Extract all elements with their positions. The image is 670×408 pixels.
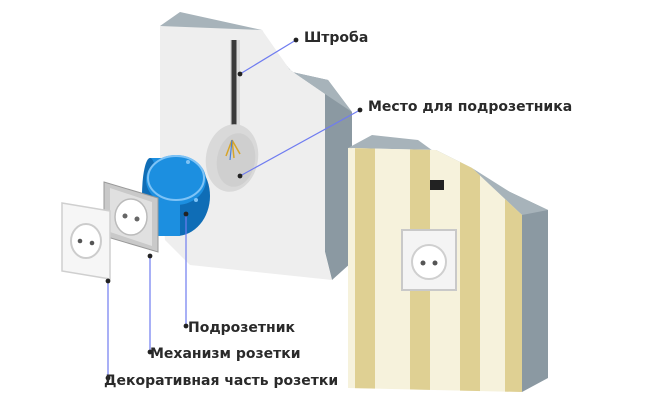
leader-dots bbox=[105, 37, 363, 381]
leader-chase bbox=[239, 39, 297, 75]
cable-box bbox=[430, 180, 444, 190]
socket-mechanism bbox=[103, 181, 159, 253]
left-wall bbox=[160, 12, 352, 280]
label-decor: Декоративная часть розетки bbox=[104, 373, 339, 389]
socket-outlet-icon bbox=[61, 202, 111, 280]
wires bbox=[225, 139, 241, 159]
leader-box-place bbox=[239, 109, 361, 177]
flush-box bbox=[142, 155, 210, 236]
right-wall-side bbox=[478, 175, 548, 392]
left-wall-side bbox=[272, 48, 352, 280]
flush-box-rim bbox=[147, 155, 205, 201]
label-chase: Штроба bbox=[304, 30, 369, 46]
right-wall bbox=[348, 135, 548, 392]
label-box-place: Место для подрозетника bbox=[368, 99, 573, 115]
label-mechanism: Механизм розетки bbox=[150, 346, 301, 362]
leader-lines bbox=[107, 39, 361, 378]
right-wall-top bbox=[348, 135, 548, 215]
label-box: Подрозетник bbox=[188, 320, 296, 336]
mounted-outlet bbox=[401, 229, 457, 291]
